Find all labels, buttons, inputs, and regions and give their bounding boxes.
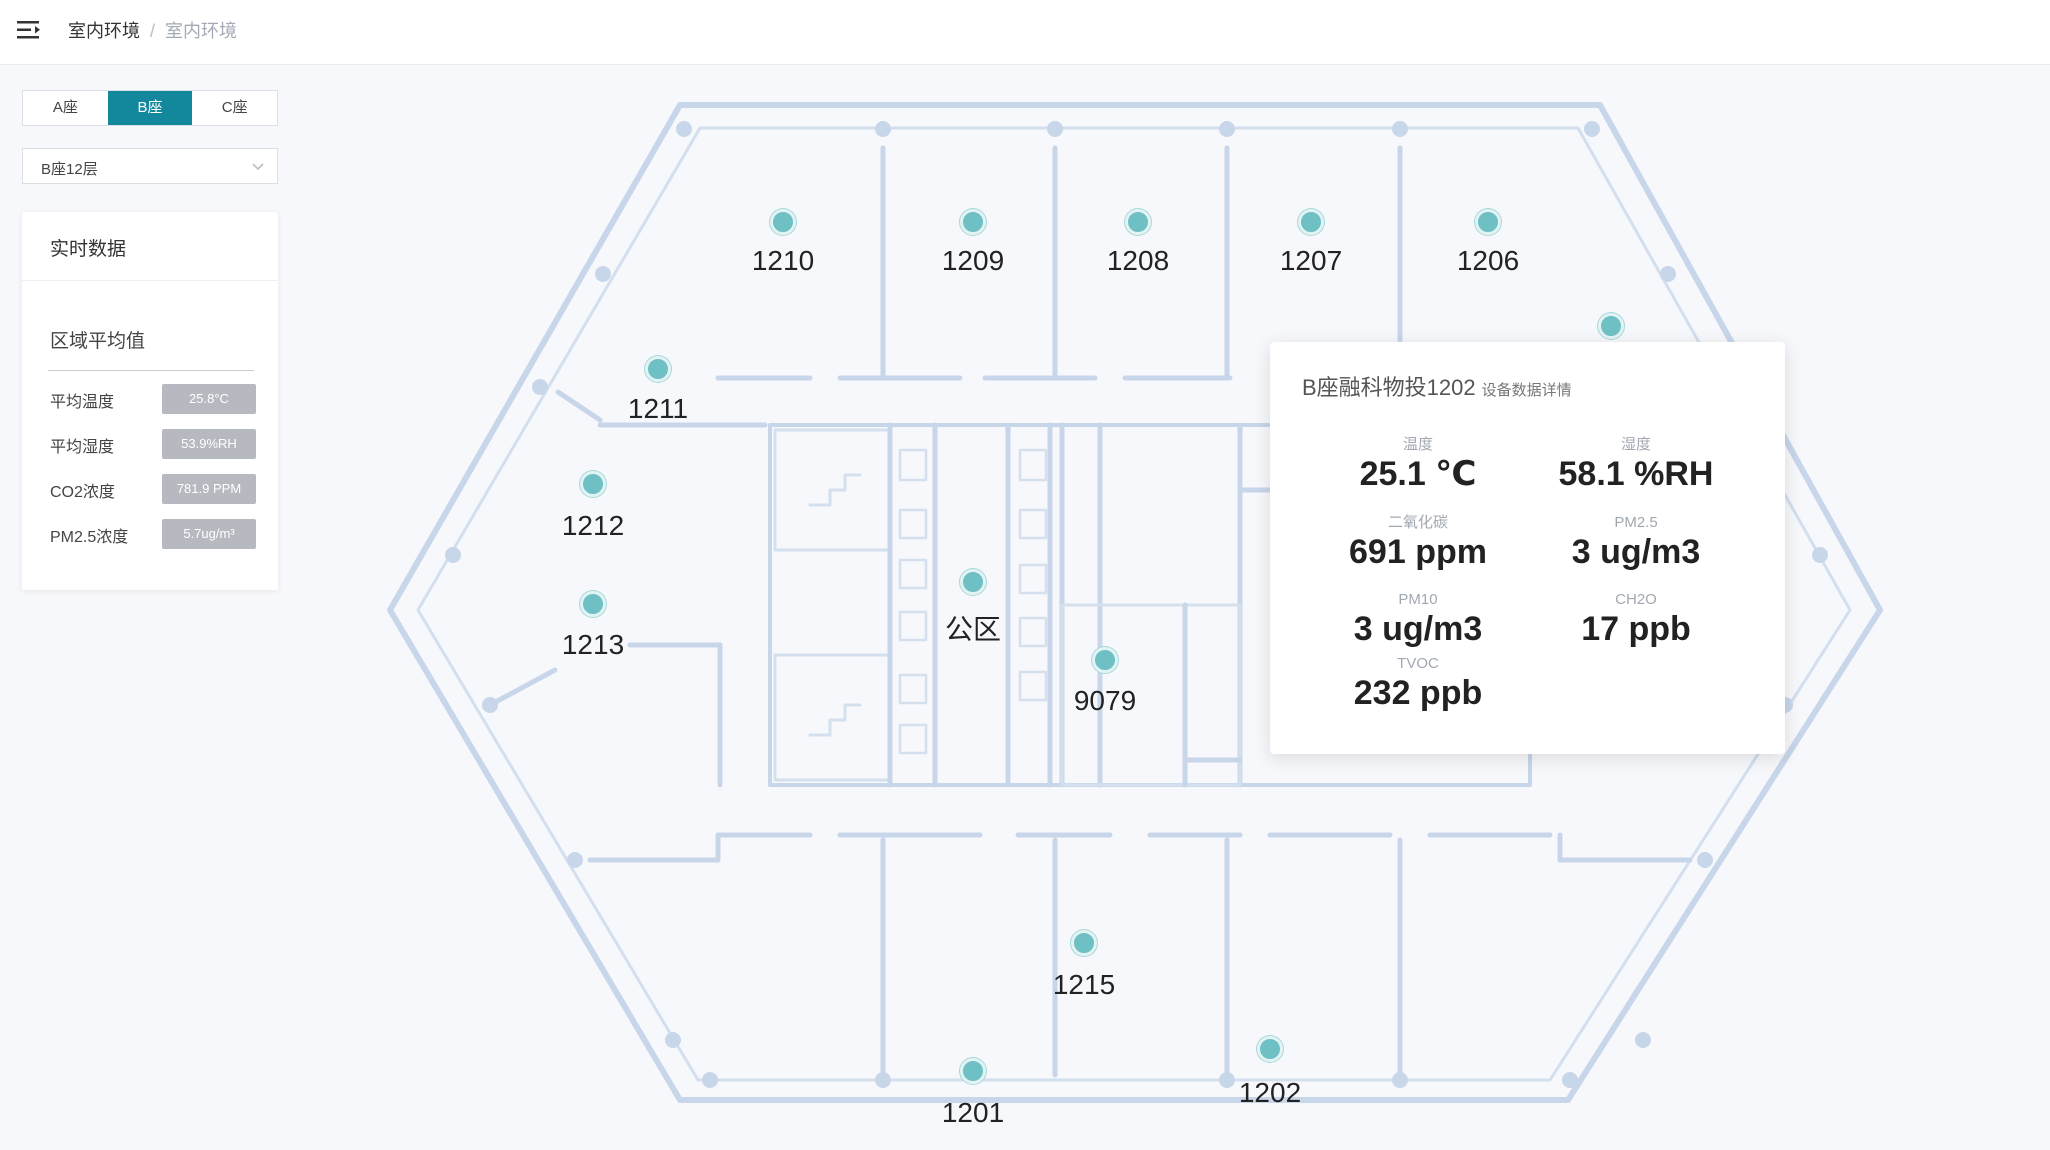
- realtime-data-card: 实时数据 区域平均值 平均温度 25.8°C 平均湿度 53.9%RH CO2浓…: [22, 212, 278, 590]
- popup-title: B座融科物投1202 设备数据详情: [1302, 370, 1572, 402]
- device-detail-popup: B座融科物投1202 设备数据详情 温度 25.1 ℃ 湿度 58.1 %RH 二…: [1270, 342, 1785, 754]
- metric-pm10: PM10 3 ug/m3: [1318, 591, 1518, 649]
- metric-label: TVOC: [1397, 655, 1439, 672]
- metric-label: PM2.5: [1614, 514, 1658, 531]
- stat-label: CO2浓度: [50, 484, 115, 501]
- stat-row-co2: CO2浓度 781.9 PPM: [50, 474, 256, 504]
- sensor-1202[interactable]: [1257, 1036, 1283, 1062]
- metric-value: 3 ug/m3: [1353, 610, 1483, 648]
- metric-humidity: 湿度 58.1 %RH: [1536, 436, 1736, 494]
- popup-subtitle: 设备数据详情: [1481, 382, 1572, 399]
- tab-building-c[interactable]: C座: [221, 99, 248, 116]
- room-label-public-area: 公区: [944, 614, 1002, 645]
- room-label-1202: 1202: [1238, 1077, 1302, 1108]
- stat-row-humidity: 平均湿度 53.9%RH: [50, 429, 256, 459]
- inner-corridor-outline: [416, 126, 1852, 1082]
- breadcrumb-item-current: 室内环境: [165, 21, 238, 41]
- metric-temperature: 温度 25.1 ℃: [1318, 436, 1518, 494]
- room-label-1212: 1212: [561, 510, 625, 541]
- tab-building-b[interactable]: B座: [107, 91, 193, 125]
- metric-tvoc: TVOC 232 ppb: [1318, 655, 1518, 713]
- stat-value: 53.9%RH: [162, 429, 256, 459]
- sensor-1207[interactable]: [1298, 209, 1324, 235]
- room-label-1209: 1209: [941, 245, 1005, 276]
- popup-device-name: B座融科物投1202: [1302, 375, 1476, 400]
- metric-co2: 二氧化碳 691 ppm: [1318, 514, 1518, 572]
- metric-value: 232 ppb: [1353, 674, 1483, 712]
- stat-row-temperature: 平均温度 25.8°C: [50, 384, 256, 414]
- card-divider: [22, 280, 278, 281]
- room-label-1210: 1210: [751, 245, 815, 276]
- sensor-1212[interactable]: [580, 471, 606, 497]
- menu-fold-icon[interactable]: [16, 18, 42, 42]
- tab-building-a[interactable]: A座: [52, 99, 78, 116]
- metric-value: 58.1 %RH: [1558, 455, 1714, 493]
- metric-label: 二氧化碳: [1387, 514, 1448, 531]
- sensor-1208[interactable]: [1125, 209, 1151, 235]
- room-label-9079: 9079: [1073, 685, 1137, 716]
- metric-label: 湿度: [1620, 436, 1651, 453]
- floor-select-value: B座12层: [41, 161, 98, 178]
- metric-label: CH2O: [1615, 591, 1657, 608]
- room-label-1206: 1206: [1456, 245, 1520, 276]
- sensor-1213[interactable]: [580, 591, 606, 617]
- stat-label: 平均湿度: [50, 439, 115, 456]
- stat-row-pm25: PM2.5浓度 5.7ug/m³: [50, 519, 256, 549]
- chevron-down-icon: [252, 163, 264, 171]
- section-title: 区域平均值: [50, 331, 146, 352]
- stat-value: 5.7ug/m³: [162, 519, 256, 549]
- metric-label: PM10: [1398, 591, 1438, 608]
- room-label-1207: 1207: [1279, 245, 1343, 276]
- room-label-1215: 1215: [1052, 969, 1116, 1000]
- metric-pm25: PM2.5 3 ug/m3: [1536, 514, 1736, 572]
- sensor-public-area[interactable]: [960, 569, 986, 595]
- metric-value: 3 ug/m3: [1571, 533, 1701, 571]
- breadcrumb-separator: /: [150, 21, 156, 41]
- metric-ch2o: CH2O 17 ppb: [1536, 591, 1736, 649]
- sensor-1210[interactable]: [770, 209, 796, 235]
- room-label-1208: 1208: [1106, 245, 1170, 276]
- top-bar: 室内环境 / 室内环境: [0, 0, 2050, 65]
- metric-value: 17 ppb: [1581, 610, 1691, 648]
- sensor-1205[interactable]: [1598, 313, 1624, 339]
- building-tabs: A座 B座 C座: [22, 90, 278, 126]
- breadcrumb: 室内环境 / 室内环境: [68, 17, 237, 43]
- sensor-1215[interactable]: [1071, 930, 1097, 956]
- stat-value: 781.9 PPM: [162, 474, 256, 504]
- stat-label: PM2.5浓度: [50, 529, 129, 546]
- sensor-1206[interactable]: [1475, 209, 1501, 235]
- building-outline: [387, 102, 1883, 1103]
- section-divider: [48, 370, 254, 371]
- sensor-1211[interactable]: [645, 356, 671, 382]
- card-title: 实时数据: [50, 239, 127, 260]
- room-label-1201: 1201: [941, 1097, 1005, 1128]
- metric-value: 691 ppm: [1349, 533, 1487, 571]
- stat-label: 平均温度: [50, 394, 115, 411]
- sensor-1209[interactable]: [960, 209, 986, 235]
- sensor-9079[interactable]: [1092, 647, 1118, 673]
- breadcrumb-item-parent[interactable]: 室内环境: [68, 21, 140, 41]
- sensor-1201[interactable]: [960, 1058, 986, 1084]
- stat-value: 25.8°C: [162, 384, 256, 414]
- metric-label: 温度: [1402, 436, 1433, 453]
- metric-value: 25.1 ℃: [1359, 455, 1477, 493]
- room-label-1211: 1211: [627, 393, 689, 424]
- room-label-1213: 1213: [561, 629, 625, 660]
- floor-select[interactable]: B座12层: [22, 148, 278, 184]
